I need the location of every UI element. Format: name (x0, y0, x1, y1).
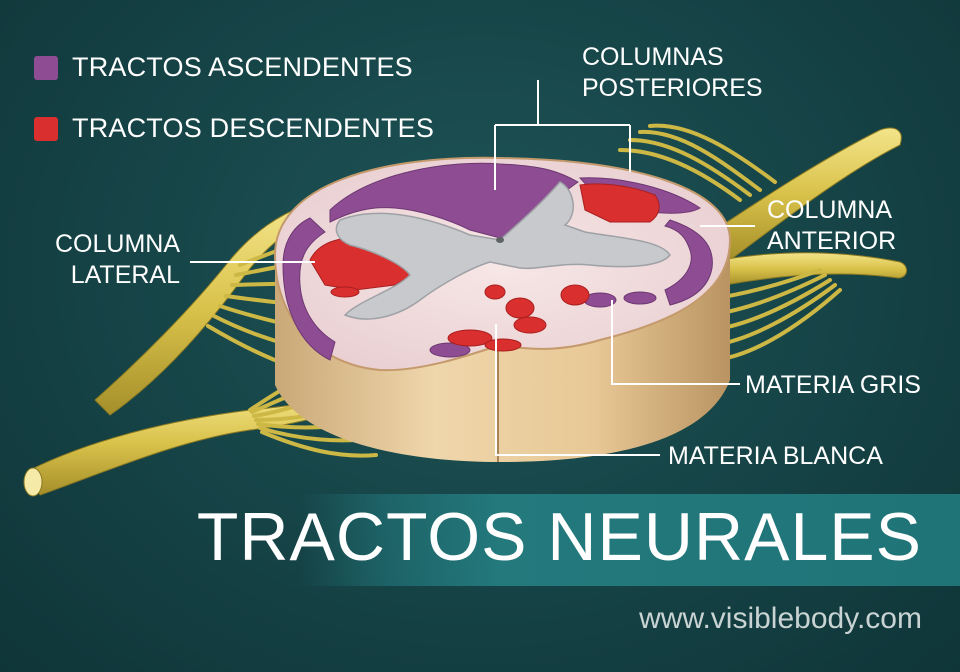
label-columnas-posteriores: COLUMNAS POSTERIORES (582, 42, 763, 104)
legend-label-ascending: TRACTOS ASCENDENTES (72, 52, 413, 83)
legend-swatch-descending (34, 117, 58, 141)
legend-swatch-ascending (34, 56, 58, 80)
label-materia-gris: MATERIA GRIS (745, 370, 921, 401)
label-columnas-posteriores-line1: COLUMNAS (582, 42, 763, 73)
nerve-cut-end (24, 468, 42, 496)
legend-label-descending: TRACTOS DESCENDENTES (72, 113, 434, 144)
legend-item-descending: TRACTOS DESCENDENTES (34, 113, 434, 144)
label-materia-blanca: MATERIA BLANCA (668, 441, 883, 472)
label-columna-lateral: COLUMNA LATERAL (55, 229, 180, 291)
page-title: TRACTOS NEURALES (197, 498, 922, 576)
label-columna-lateral-line2: LATERAL (55, 260, 180, 291)
label-columna-anterior-line2: ANTERIOR (767, 226, 896, 257)
label-columnas-posteriores-line2: POSTERIORES (582, 73, 763, 104)
website-url: www.visiblebody.com (639, 602, 922, 636)
label-columna-anterior-line1: COLUMNA (767, 195, 896, 226)
label-columna-anterior: COLUMNA ANTERIOR (767, 195, 896, 257)
label-columna-lateral-line1: COLUMNA (55, 229, 180, 260)
legend-item-ascending: TRACTOS ASCENDENTES (34, 52, 413, 83)
